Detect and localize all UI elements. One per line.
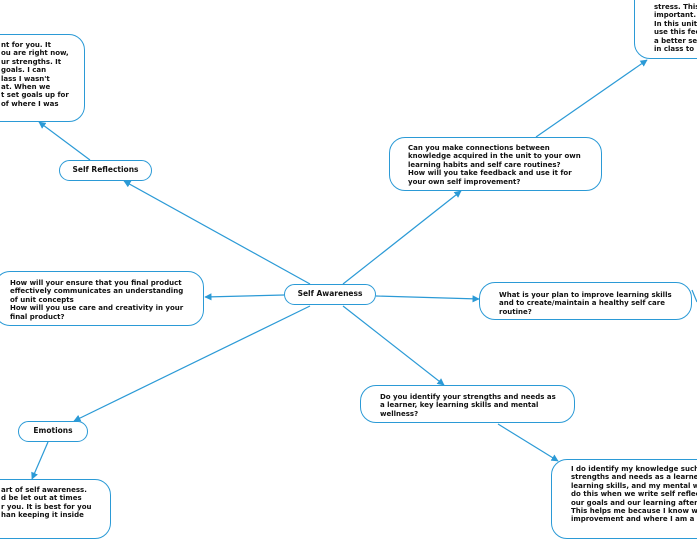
final-product-question-node[interactable]: How will your ensure that you final prod… xyxy=(0,271,204,326)
feedback-answer-text: stress. This important. In this unit use… xyxy=(654,3,697,54)
central-topic-node[interactable]: Self Awareness xyxy=(284,284,376,305)
connector-emotions-to-answer xyxy=(31,441,49,480)
self-reflections-node[interactable]: Self Reflections xyxy=(59,160,152,181)
connector-central-to-emotions xyxy=(73,305,311,422)
connector-self-reflections-to-answer xyxy=(38,121,91,161)
strengths-answer-node[interactable]: I do identify my knowledge such strength… xyxy=(551,459,697,539)
strengths-question-text: Do you identify your strengths and needs… xyxy=(380,393,556,418)
self-reflection-answer-node[interactable]: nt for you. It ou are right now, ur stre… xyxy=(0,34,85,122)
emotions-node[interactable]: Emotions xyxy=(18,421,88,442)
connector-plan-to-offscreen xyxy=(691,289,697,303)
connector-central-to-strengths-question xyxy=(342,305,445,386)
plan-question-node[interactable]: What is your plan to improve learning sk… xyxy=(479,282,692,320)
emotions-answer-node[interactable]: art of self awareness. d be let out at t… xyxy=(0,479,111,539)
connector-central-to-plan-question xyxy=(375,295,480,303)
central-topic-label: Self Awareness xyxy=(297,289,363,299)
connector-strengths-to-answer xyxy=(497,423,559,462)
final-product-question-text: How will your ensure that you final prod… xyxy=(10,279,184,321)
strengths-question-node[interactable]: Do you identify your strengths and needs… xyxy=(360,385,575,423)
connections-question-node[interactable]: Can you make connections between knowled… xyxy=(389,137,602,191)
feedback-answer-node[interactable]: stress. This important. In this unit use… xyxy=(634,0,697,59)
emotions-label: Emotions xyxy=(33,426,73,436)
connections-question-text: Can you make connections between knowled… xyxy=(408,144,581,186)
mind-map-canvas xyxy=(31,59,697,480)
self-reflections-label: Self Reflections xyxy=(72,165,139,175)
connector-connections-to-answer xyxy=(535,59,648,138)
connector-central-to-self-reflections xyxy=(123,180,311,285)
strengths-answer-text: I do identify my knowledge such strength… xyxy=(571,465,697,524)
connector-central-to-connections-question xyxy=(342,190,462,285)
connector-central-to-final-product-question xyxy=(204,293,285,301)
plan-question-text: What is your plan to improve learning sk… xyxy=(499,291,672,316)
emotions-answer-text: art of self awareness. d be let out at t… xyxy=(1,486,92,520)
self-reflection-answer-text: nt for you. It ou are right now, ur stre… xyxy=(1,41,69,108)
